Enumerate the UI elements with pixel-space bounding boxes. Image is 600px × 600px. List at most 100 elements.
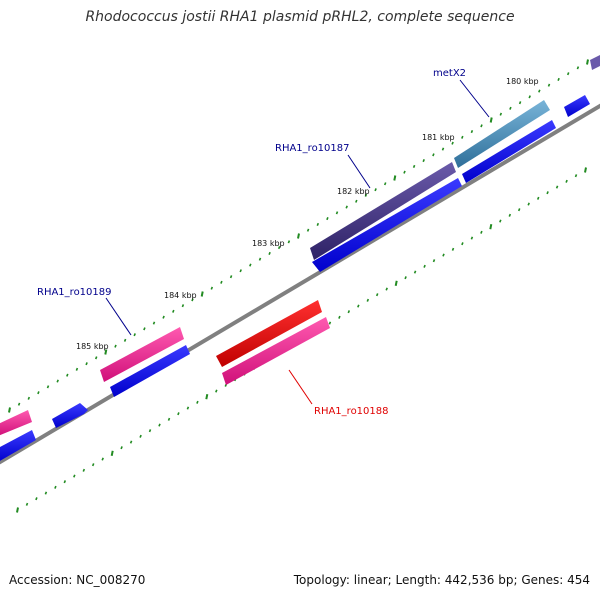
- tick-mark: [499, 112, 503, 116]
- gene-ro10188-red[interactable]: [216, 300, 322, 367]
- tick-mark: [345, 205, 348, 209]
- gene-label-ro10188[interactable]: RHA1_ro10188: [314, 406, 389, 417]
- tick-mark: [375, 293, 379, 297]
- tick-mark: [316, 222, 320, 226]
- tick-mark: [37, 391, 40, 395]
- cds-feature[interactable]: [0, 430, 36, 462]
- tick-mark: [229, 275, 233, 279]
- callout-line: [459, 79, 490, 118]
- tick-mark: [191, 298, 194, 302]
- tick-mark: [158, 423, 161, 427]
- tick-mark: [584, 167, 587, 173]
- tick-mark: [101, 457, 104, 461]
- tick-mark: [143, 327, 146, 331]
- tick-mark: [423, 264, 426, 268]
- tick-mark: [394, 280, 398, 286]
- tick-mark: [54, 485, 57, 489]
- tick-mark: [403, 170, 406, 174]
- tick-mark: [75, 367, 79, 371]
- tick-mark: [16, 507, 19, 513]
- tick-labels: 180 kbp 181 kbp 182 kbp 183 kbp 184 kbp …: [76, 77, 539, 351]
- gene-label-ro10189[interactable]: RHA1_ro10189: [37, 287, 112, 298]
- tick-mark: [297, 233, 300, 239]
- tick-mark: [338, 315, 341, 319]
- tick-mark: [133, 333, 136, 337]
- tick-mark: [44, 491, 48, 495]
- tick-mark: [91, 463, 95, 467]
- tick-mark: [186, 406, 190, 410]
- tick-label: 185 kbp: [76, 342, 109, 351]
- tick-mark: [177, 412, 180, 416]
- tick-mark: [249, 263, 252, 267]
- gene-track: [0, 55, 600, 436]
- tick-mark: [123, 338, 127, 342]
- gene-label-ro10187[interactable]: RHA1_ro10187: [275, 143, 350, 154]
- tick-mark: [451, 247, 455, 251]
- tick-mark: [63, 480, 67, 484]
- callout-line: [105, 297, 132, 336]
- accession-text: Accession: NC_008270: [9, 573, 146, 587]
- tick-mark: [326, 217, 329, 221]
- tick-mark: [357, 304, 360, 308]
- gene-labels: metX2 RHA1_ro10187 RHA1_ro10189 RHA1_ro1…: [37, 68, 466, 417]
- tick-mark: [461, 135, 464, 139]
- cds-feature[interactable]: [110, 345, 190, 397]
- tick-mark: [306, 228, 310, 232]
- cds-feature[interactable]: [462, 120, 556, 183]
- tick-label: 184 kbp: [164, 291, 197, 300]
- tick-mark: [374, 188, 377, 192]
- tick-mark: [566, 72, 570, 76]
- tick-mark: [148, 429, 152, 433]
- tick-mark: [385, 287, 388, 291]
- tick-mark: [527, 202, 530, 206]
- tick-mark: [364, 193, 368, 197]
- tick-label: 183 kbp: [252, 239, 285, 248]
- tick-label: 181 kbp: [422, 133, 455, 142]
- tick-mark: [94, 356, 98, 360]
- cds-feature[interactable]: [564, 95, 590, 117]
- gene-left-pink[interactable]: [0, 410, 32, 436]
- tick-mark: [152, 321, 156, 325]
- tick-mark: [120, 446, 123, 450]
- tick-mark: [509, 106, 512, 110]
- tick-mark: [82, 468, 86, 472]
- tick-mark: [432, 259, 436, 263]
- callout-line: [347, 154, 371, 189]
- tick-mark: [576, 66, 580, 70]
- tick-mark: [518, 101, 522, 105]
- tick-mark: [162, 315, 165, 319]
- gene-ro10188[interactable]: [222, 317, 330, 385]
- gene-right-edge[interactable]: [590, 55, 600, 70]
- callout-line: [288, 369, 313, 405]
- cds-feature[interactable]: [312, 178, 462, 272]
- tick-mark: [35, 497, 38, 501]
- tick-mark: [287, 240, 291, 244]
- tick-mark: [181, 304, 185, 308]
- tick-mark: [489, 117, 493, 123]
- tick-mark: [508, 213, 512, 217]
- tick-mark: [555, 185, 559, 189]
- gene-ro10189[interactable]: [100, 327, 184, 382]
- tick-mark: [114, 344, 117, 348]
- tick-mark: [239, 269, 242, 273]
- tick-mark: [557, 77, 560, 81]
- tick-mark: [172, 309, 175, 313]
- gene-ro10187[interactable]: [310, 162, 456, 260]
- gene-metX2[interactable]: [454, 100, 550, 168]
- tick-mark: [393, 175, 397, 181]
- tick-mark: [277, 246, 281, 250]
- tick-mark: [210, 286, 214, 290]
- tick-marks-outer: [8, 59, 589, 413]
- tick-mark: [215, 389, 218, 393]
- tick-label: 182 kbp: [337, 187, 370, 196]
- cds-feature[interactable]: [52, 403, 88, 428]
- tick-mark: [470, 130, 474, 134]
- tick-mark: [383, 182, 387, 186]
- gene-label-metX2[interactable]: metX2: [433, 68, 466, 79]
- tick-mark: [432, 153, 435, 157]
- tick-mark: [139, 434, 142, 438]
- tick-mark: [335, 211, 339, 215]
- tick-mark: [110, 450, 114, 456]
- tick-mark: [27, 396, 31, 400]
